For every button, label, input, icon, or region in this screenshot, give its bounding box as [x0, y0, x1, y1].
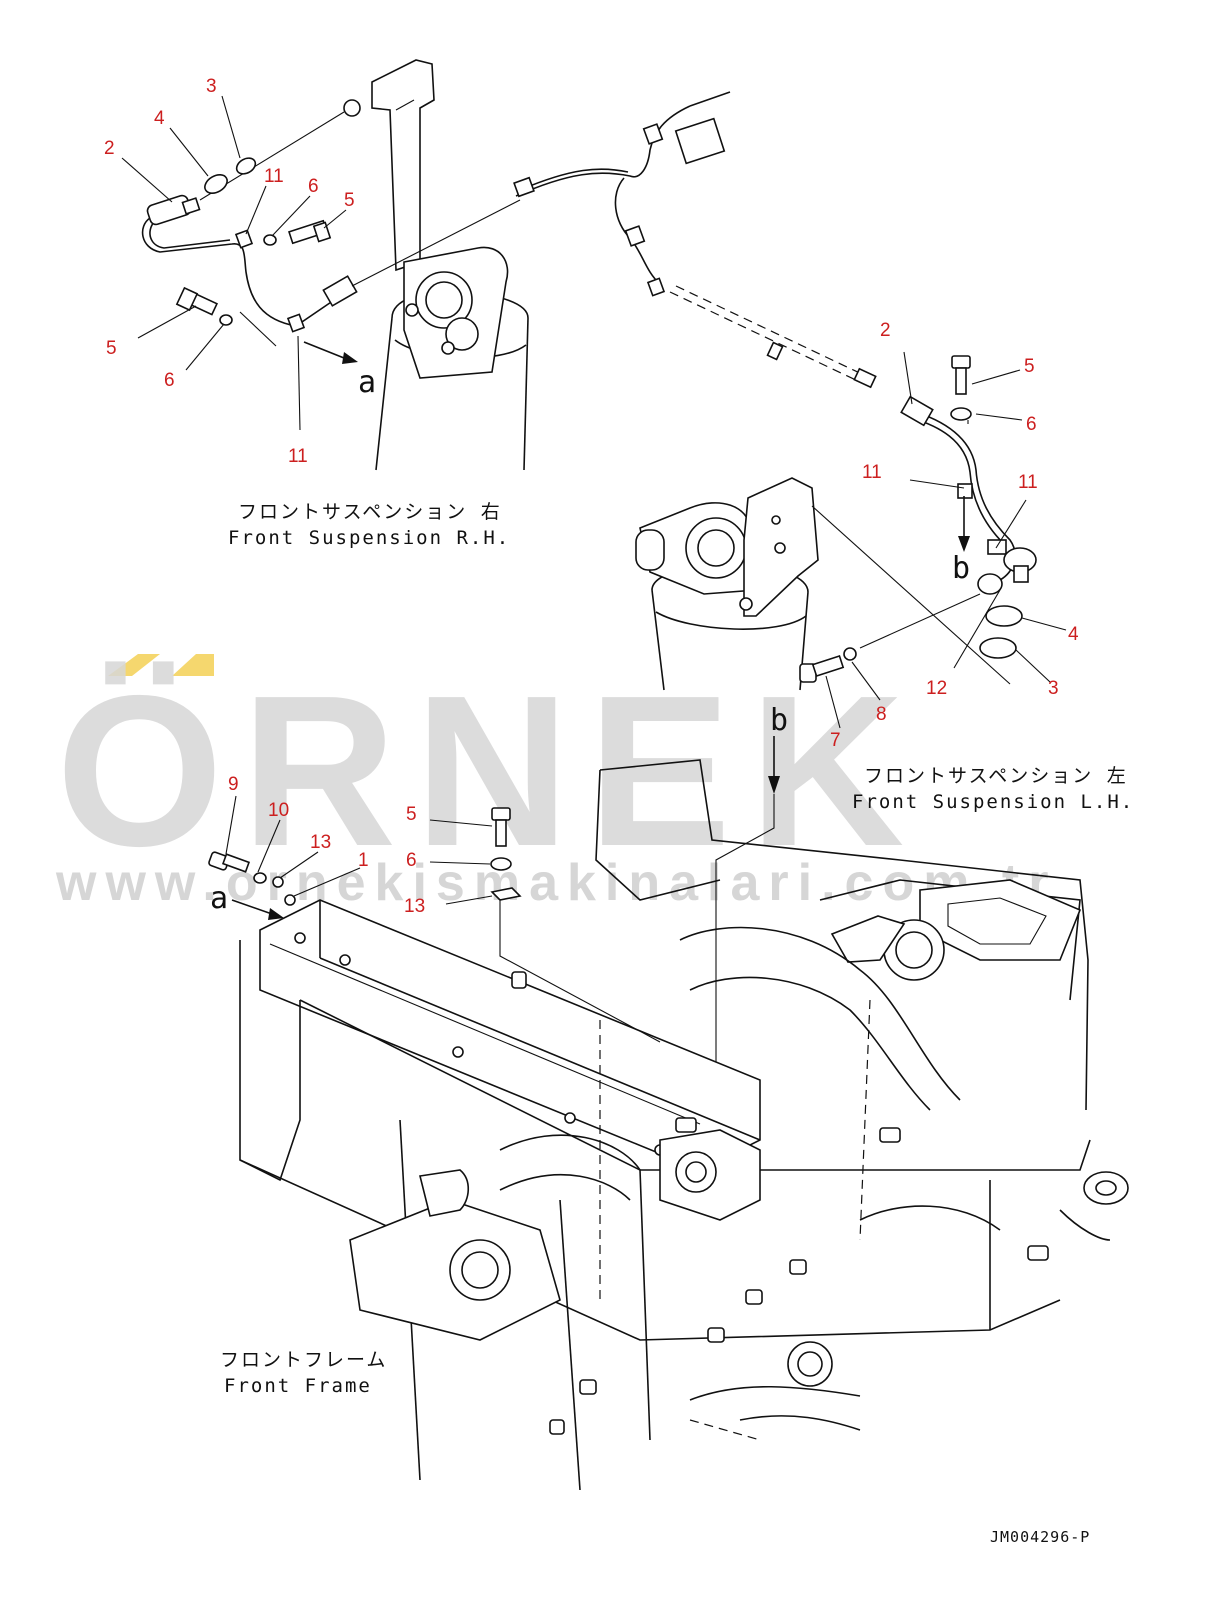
rh-title-jp: フロントサスペンション 右	[238, 501, 502, 523]
callout-rh-5: 5	[344, 190, 355, 211]
callout-frame-6: 6	[406, 850, 417, 871]
callout-frame-1: 1	[358, 850, 369, 871]
callout-lh-8: 8	[876, 704, 887, 725]
callout-rh-5b: 5	[106, 338, 117, 359]
callout-lh-11b: 11	[1018, 472, 1038, 493]
callout-lh-12: 12	[926, 678, 947, 699]
view-label-a-rh: a	[358, 365, 376, 400]
callout-frame-13b: 13	[404, 896, 425, 917]
frame-title-jp: フロントフレーム	[220, 1349, 387, 1371]
watermark-brand: ÖRNEK	[56, 650, 922, 891]
drawing-code: JM004296-P	[990, 1528, 1090, 1546]
watermark-url: www.ornekismakinalari.com.tr	[55, 854, 1057, 912]
lh-suspension-drawing: b 2 5 6 11 11 4 3 12 8 7 フロントサスペンション 左 F…	[635, 320, 1134, 813]
frame-title-en: Front Frame	[224, 1375, 372, 1397]
callout-rh-11b: 11	[288, 446, 308, 467]
callout-lh-6: 6	[1026, 414, 1037, 435]
lh-title-en: Front Suspension L.H.	[852, 791, 1134, 813]
callout-frame-5: 5	[406, 804, 417, 825]
callout-lh-2: 2	[880, 320, 891, 341]
callout-rh-11: 11	[264, 166, 284, 187]
watermark-accent-right	[172, 654, 214, 676]
callout-rh-2: 2	[104, 138, 115, 159]
view-label-b: b	[770, 703, 788, 738]
view-label-a-frame: a	[210, 881, 228, 916]
callout-lh-4: 4	[1068, 624, 1079, 645]
rh-suspension-drawing: a 3 4 2 11 6 5 5 6 11 フロントサスペンション 右 Fron…	[104, 59, 877, 549]
callout-frame-9: 9	[228, 774, 239, 795]
callout-lh-5: 5	[1024, 356, 1035, 377]
callout-rh-6b: 6	[164, 370, 175, 391]
front-frame-drawing: a 9 10 13 1 5 6 13 フロントフレーム Front Frame	[208, 759, 1129, 1491]
callout-frame-13: 13	[310, 832, 331, 853]
watermark-accent-left	[108, 654, 160, 676]
callout-lh-3: 3	[1048, 678, 1059, 699]
callout-frame-10: 10	[268, 800, 289, 821]
view-label-b-lh: b	[952, 551, 970, 586]
callout-lh-7: 7	[830, 730, 841, 751]
lh-title-jp: フロントサスペンション 左	[864, 765, 1128, 787]
callout-lh-11: 11	[862, 462, 882, 483]
rh-title-en: Front Suspension R.H.	[228, 527, 510, 549]
callout-rh-3: 3	[206, 76, 217, 97]
callout-rh-6: 6	[308, 176, 319, 197]
callout-rh-4: 4	[154, 108, 165, 129]
